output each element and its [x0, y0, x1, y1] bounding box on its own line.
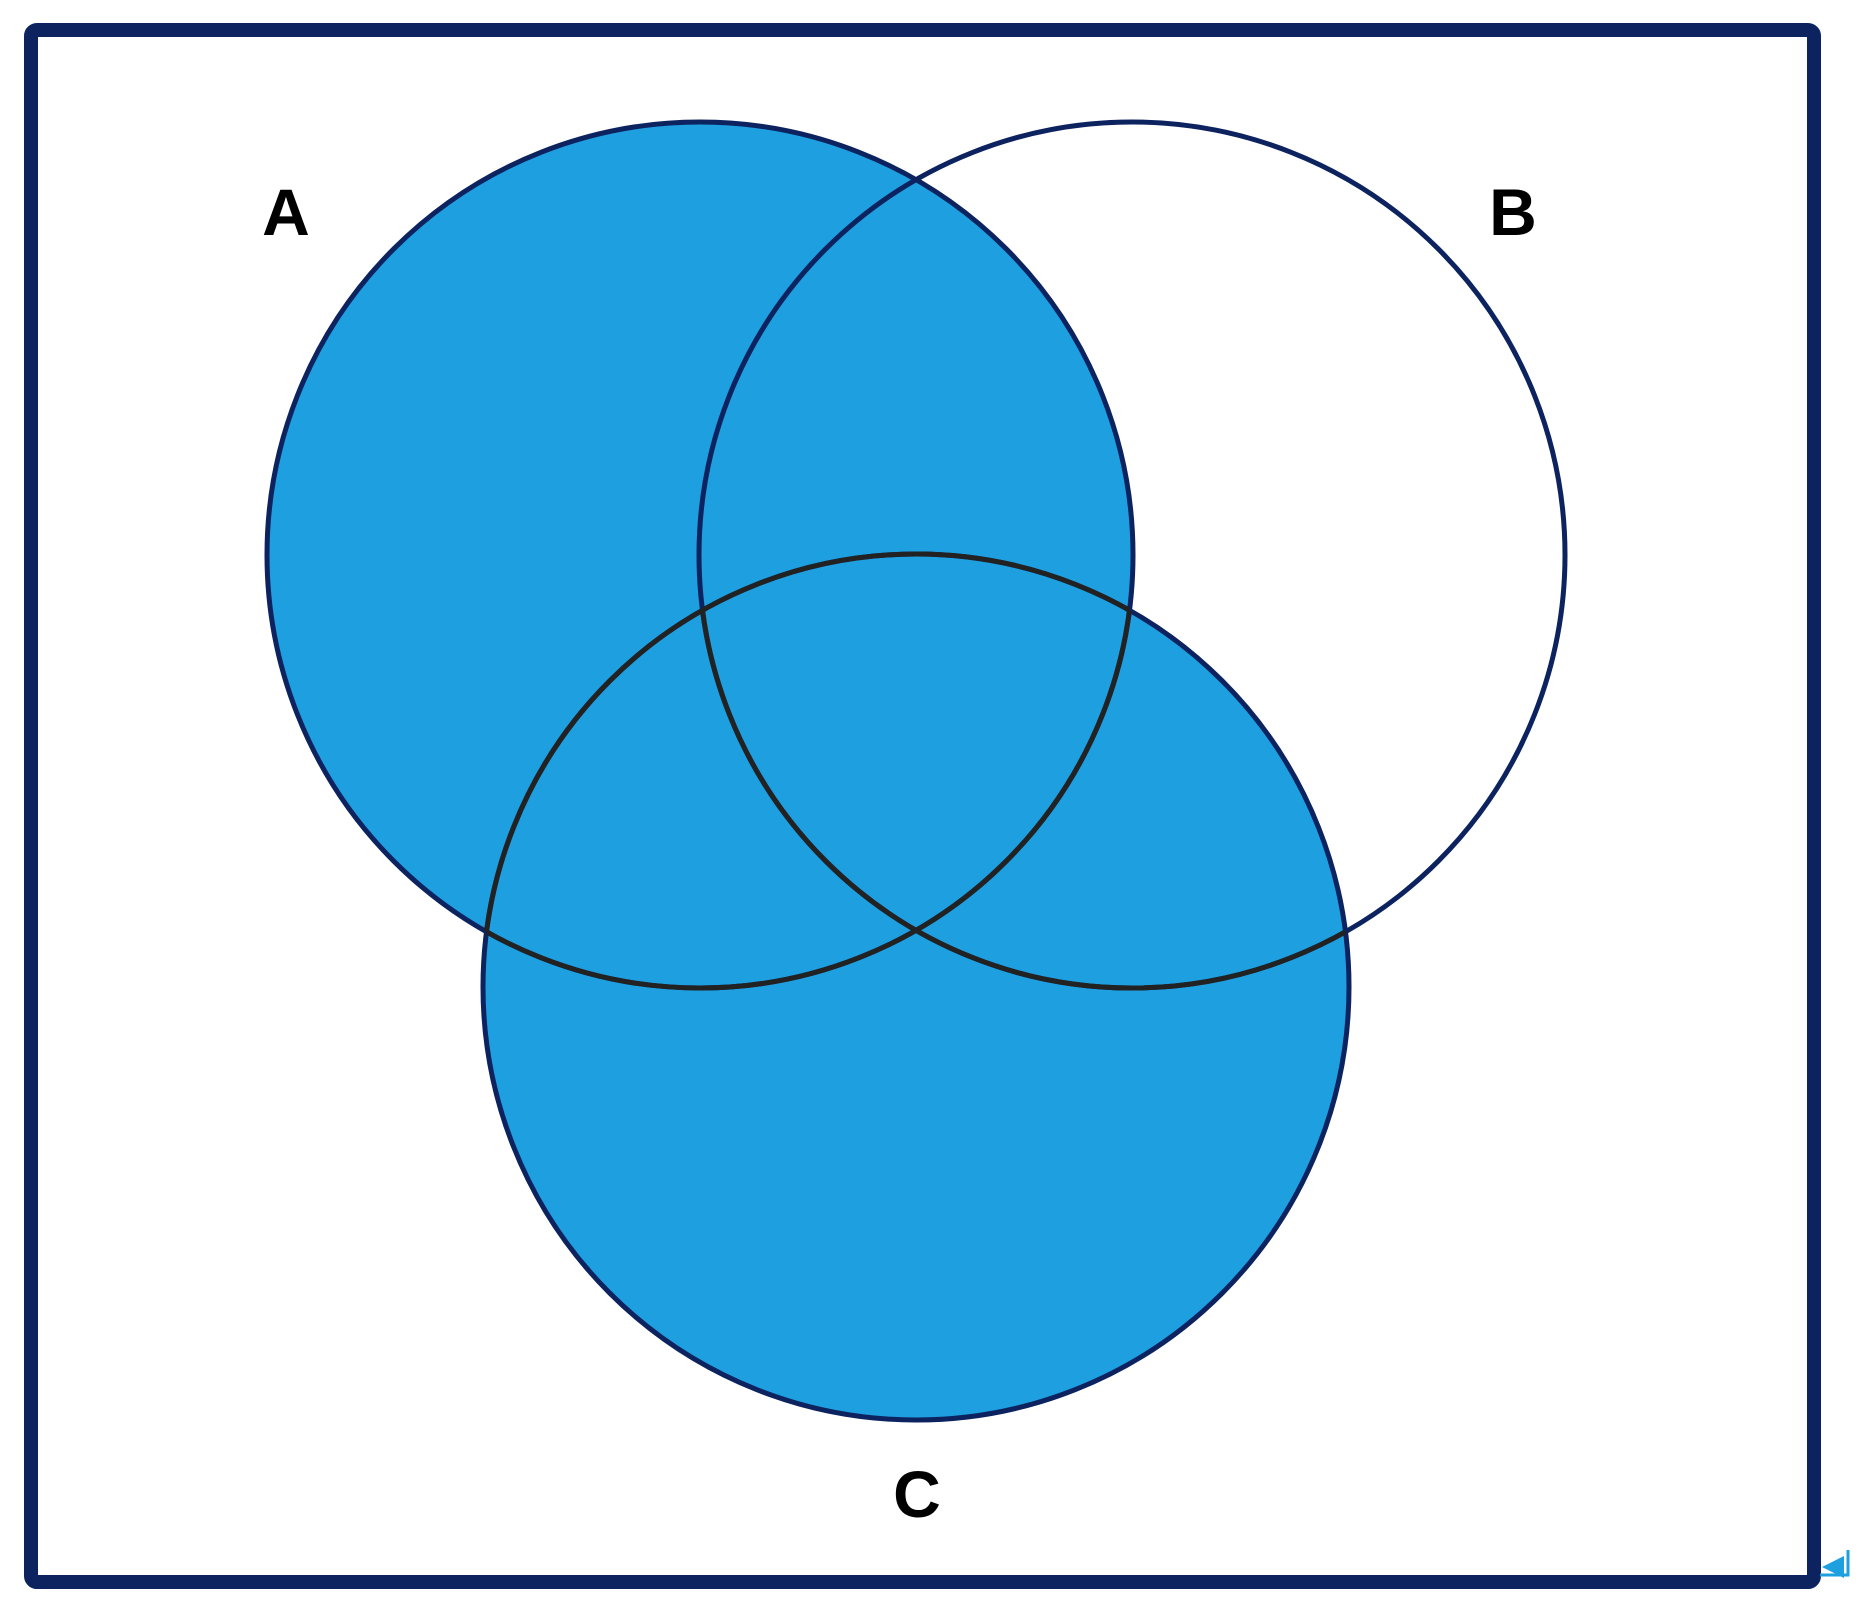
set-a-label: A	[262, 175, 310, 249]
shaded-region-a-union-c	[267, 122, 1349, 1420]
set-c-label: C	[893, 1457, 941, 1531]
set-b-label: B	[1489, 175, 1537, 249]
set-c-fill	[483, 554, 1349, 1420]
universal-set-frame	[24, 23, 1821, 1589]
corner-arrow-icon[interactable]	[1820, 1550, 1850, 1578]
